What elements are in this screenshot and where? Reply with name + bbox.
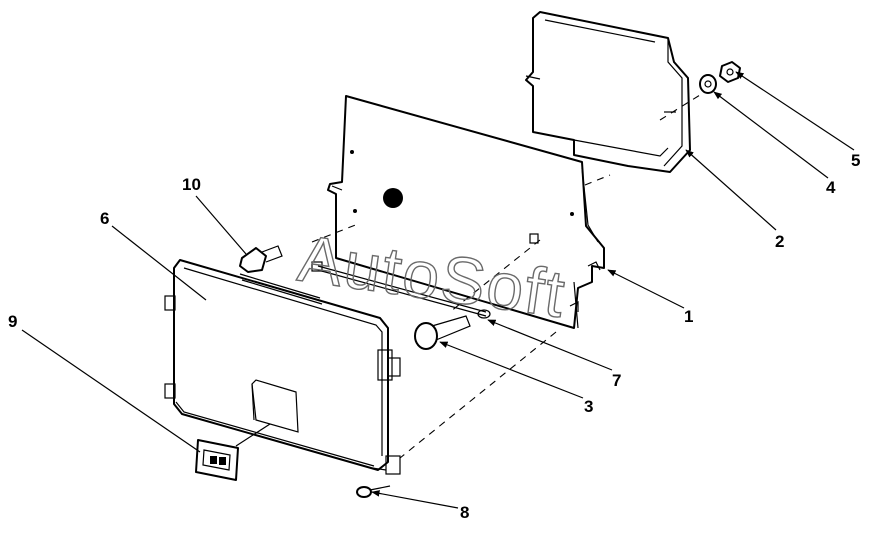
- bolt-3: [414, 315, 471, 350]
- harness-strap: [311, 233, 539, 319]
- control-unit-cover: [164, 259, 401, 475]
- callout-1: 1: [684, 307, 693, 326]
- mounting-bracket: [327, 95, 605, 329]
- bolt: [239, 245, 283, 273]
- callout-5: 5: [851, 151, 860, 170]
- callout-7: 7: [612, 371, 621, 390]
- watermark: AutoSoft: [294, 221, 571, 332]
- callout-8: 8: [460, 503, 469, 522]
- callout-3: 3: [584, 397, 593, 416]
- callout-10: 10: [182, 175, 201, 194]
- callout-2: 2: [775, 232, 784, 251]
- screw: [356, 485, 391, 498]
- switch: [195, 439, 239, 481]
- callout-9: 9: [8, 312, 17, 331]
- leader-lines: [21, 71, 855, 509]
- washer: [699, 74, 717, 94]
- ecu-module: [525, 11, 691, 173]
- callout-6: 6: [100, 209, 109, 228]
- callout-4: 4: [826, 178, 836, 197]
